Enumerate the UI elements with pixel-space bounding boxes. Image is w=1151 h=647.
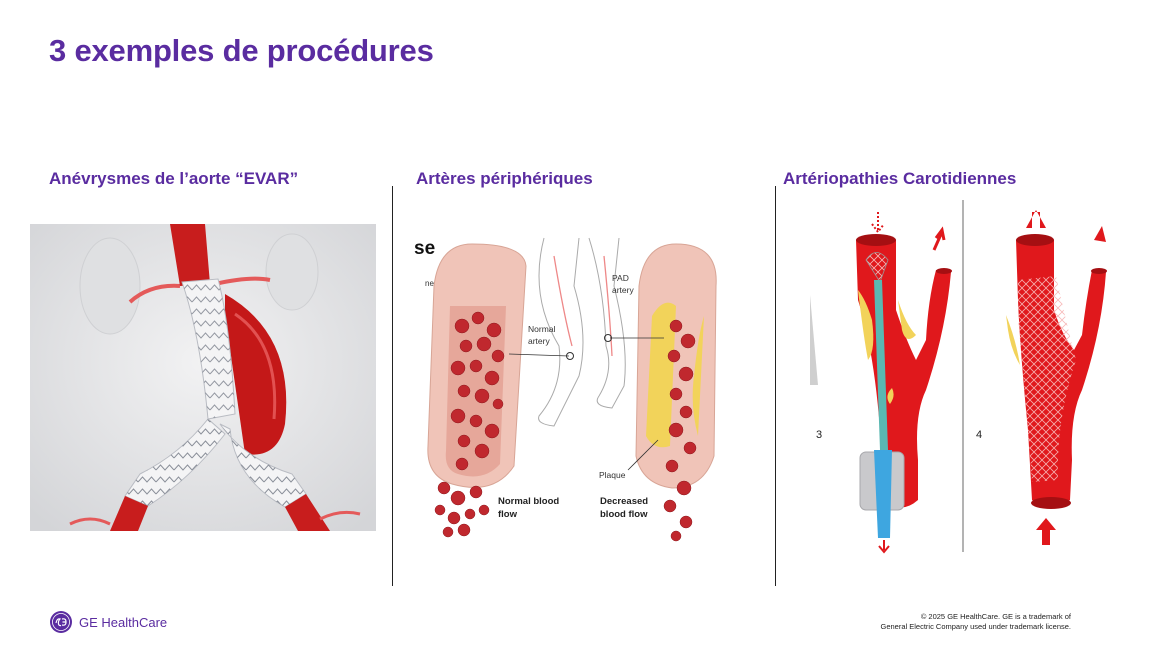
ge-healthcare-logo: GE HealthCare xyxy=(49,609,167,635)
footer-legal-line-1: © 2025 GE HealthCare. GE is a trademark … xyxy=(920,612,1071,621)
plaque-label: Plaque xyxy=(599,470,626,480)
heading-aortic-aneurysm: Anévrysmes de l’aorte “EVAR” xyxy=(49,169,299,188)
carotid-step-b: 4 xyxy=(976,429,982,441)
decreased-flow-label-2: blood flow xyxy=(600,509,648,520)
decreased-flow-label-1: Decreased xyxy=(600,496,648,507)
carotid-illustration: 3 4 xyxy=(806,200,1126,560)
normal-artery-label-2: artery xyxy=(528,336,550,346)
normal-artery-label-1: Normal xyxy=(528,324,556,334)
heading-carotid-disease: Artériopathies Carotidiennes xyxy=(783,169,1017,188)
normal-flow-label-2: flow xyxy=(498,509,518,520)
slide-title: 3 exemples de procédures xyxy=(49,33,434,68)
normal-flow-label-1: Normal blood xyxy=(498,496,559,507)
pad-fragment-title: se xyxy=(414,238,435,259)
pad-artery-label-2: artery xyxy=(612,285,634,295)
pad-artery-label-1: PAD xyxy=(612,273,629,283)
heading-peripheral-arteries: Artères périphériques xyxy=(416,169,593,188)
carotid-step-a: 3 xyxy=(816,429,822,441)
pad-illustration: se ne xyxy=(414,226,726,544)
ge-monogram-icon xyxy=(50,611,72,633)
footer-brand: GE HealthCare xyxy=(79,614,168,630)
evar-illustration xyxy=(30,224,376,531)
column-divider-2 xyxy=(775,186,776,586)
footer-legal: © 2025 GE HealthCare. GE is a trademark … xyxy=(771,612,1071,632)
footer-legal-line-2: General Electric Company used under trad… xyxy=(880,622,1071,631)
pad-fragment-sub: ne xyxy=(425,279,434,288)
column-divider-1 xyxy=(392,186,393,586)
